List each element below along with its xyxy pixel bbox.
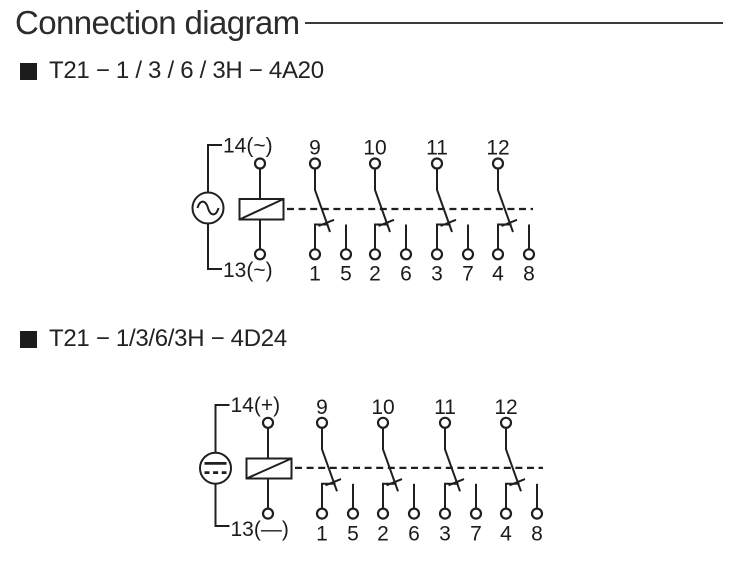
- nc-contact-line: [374, 223, 389, 250]
- square-bullet-icon: [20, 330, 37, 348]
- pole-top-terminal: [430, 157, 444, 170]
- contact-pole-3: 11 3 7: [434, 396, 483, 545]
- section-heading-4d24: T21 − 1/3/6/3H − 4D24: [20, 325, 287, 353]
- pole-bottom-number-b: 6: [400, 263, 412, 286]
- pole-bottom-number-b: 7: [462, 263, 474, 286]
- pole-top-number: 9: [309, 137, 321, 160]
- pole-bottom-terminal-b: [407, 507, 421, 520]
- ac-source-icon: [191, 144, 225, 270]
- pole-bottom-number-b: 5: [347, 522, 359, 545]
- coil-bottom-terminal: [253, 248, 267, 261]
- pole-bottom-terminal-a: [438, 507, 452, 520]
- coil-diagonal: [246, 457, 292, 480]
- pole-bottom-number-a: 3: [439, 522, 451, 545]
- switch-blade: [505, 428, 522, 492]
- nc-contact-line: [382, 482, 397, 509]
- contact-pole-2: 10 2 6: [363, 137, 413, 286]
- pole-bottom-terminal-b: [339, 248, 353, 261]
- section-label-4a20: T21 − 1 / 3 / 6 / 3H − 4A20: [49, 57, 324, 84]
- relay-coil: 14(+) 13(—): [231, 394, 293, 541]
- pole-bottom-terminal-a: [368, 248, 382, 261]
- pole-top-terminal: [491, 157, 505, 170]
- pole-bottom-terminal-b: [461, 248, 475, 261]
- pole-top-number: 11: [426, 137, 448, 160]
- pole-bottom-terminal-b: [530, 507, 544, 520]
- switch-blade: [497, 168, 514, 233]
- pole-bottom-terminal-a: [491, 248, 505, 261]
- contact-pole-3: 11 3 7: [426, 137, 475, 286]
- nc-contact-line: [321, 482, 336, 509]
- pole-top-number: 12: [486, 137, 509, 160]
- pole-bottom-number-a: 2: [369, 263, 381, 286]
- pole-top-terminal: [438, 416, 452, 429]
- coil-diagonal: [239, 198, 284, 221]
- pole-top-number: 12: [494, 396, 517, 419]
- contact-pole-4: 12 4 8: [494, 396, 544, 545]
- pole-top-terminal: [368, 157, 382, 170]
- nc-contact-line: [436, 223, 451, 250]
- coil-bottom-terminal: [261, 507, 275, 520]
- pole-top-number: 10: [371, 396, 394, 419]
- pole-bottom-terminal-a: [430, 248, 444, 261]
- connection-diagram-4a20: 14(~) 13(~) 9 1 5 10: [191, 135, 536, 286]
- coil-top-terminal: [261, 416, 275, 429]
- connection-diagram-4d24: 14(+) 13(—) 9 1 5 10: [199, 394, 544, 545]
- contact-pole-1: 9 1 5: [308, 137, 353, 286]
- contact-pole-2: 10 2 6: [371, 396, 421, 545]
- dc-source-icon: [199, 404, 232, 527]
- pole-bottom-number-a: 2: [377, 522, 389, 545]
- pole-top-number: 10: [363, 137, 386, 160]
- switch-blade: [321, 428, 338, 492]
- pole-bottom-number-a: 4: [492, 263, 504, 286]
- coil-bottom-label: 13(~): [223, 259, 273, 282]
- page-title: Connection diagram: [15, 4, 300, 41]
- pole-top-terminal: [308, 157, 322, 170]
- pole-top-terminal: [376, 416, 390, 429]
- pole-bottom-number-a: 4: [500, 522, 512, 545]
- coil-bottom-label: 13(—): [231, 518, 289, 541]
- switch-blade: [382, 428, 399, 492]
- pole-bottom-number-a: 1: [316, 522, 328, 545]
- pole-top-number: 9: [316, 396, 328, 419]
- switch-blade: [374, 168, 391, 233]
- pole-bottom-number-b: 7: [470, 522, 482, 545]
- pole-bottom-terminal-a: [376, 507, 390, 520]
- coil-top-terminal: [253, 157, 267, 170]
- pole-bottom-terminal-a: [315, 507, 329, 520]
- section-label-4d24: T21 − 1/3/6/3H − 4D24: [49, 325, 287, 352]
- contact-pole-1: 9 1 5: [315, 396, 360, 545]
- nc-contact-line: [497, 223, 512, 250]
- switch-blade: [314, 168, 331, 233]
- pole-top-terminal: [315, 416, 329, 429]
- nc-contact-line: [505, 482, 520, 509]
- title-rule: [305, 22, 723, 25]
- pole-bottom-terminal-b: [346, 507, 360, 520]
- pole-bottom-terminal-b: [469, 507, 483, 520]
- switch-blade: [436, 168, 453, 233]
- square-bullet-icon: [20, 62, 37, 80]
- coil-top-label: 14(~): [223, 135, 273, 158]
- pole-bottom-number-a: 3: [431, 263, 443, 286]
- pole-bottom-number-b: 5: [340, 263, 352, 286]
- contact-pole-4: 12 4 8: [486, 137, 536, 286]
- coil-top-label: 14(+): [231, 394, 281, 417]
- coil-box: [238, 198, 285, 221]
- pole-top-terminal: [499, 416, 513, 429]
- pole-bottom-terminal-b: [522, 248, 536, 261]
- pole-bottom-terminal-b: [399, 248, 413, 261]
- nc-contact-line: [314, 223, 329, 250]
- pole-bottom-number-b: 8: [531, 522, 543, 545]
- pole-bottom-number-b: 8: [523, 263, 535, 286]
- pole-top-number: 11: [434, 396, 456, 419]
- nc-contact-line: [444, 482, 459, 509]
- pole-bottom-terminal-a: [499, 507, 513, 520]
- pole-bottom-number-b: 6: [408, 522, 420, 545]
- relay-coil: 14(~) 13(~): [223, 135, 285, 282]
- pole-bottom-number-a: 1: [309, 263, 321, 286]
- pole-bottom-terminal-a: [308, 248, 322, 261]
- sine-wave-icon: [196, 200, 220, 216]
- switch-blade: [444, 428, 461, 492]
- section-heading-4a20: T21 − 1 / 3 / 6 / 3H − 4A20: [20, 57, 324, 85]
